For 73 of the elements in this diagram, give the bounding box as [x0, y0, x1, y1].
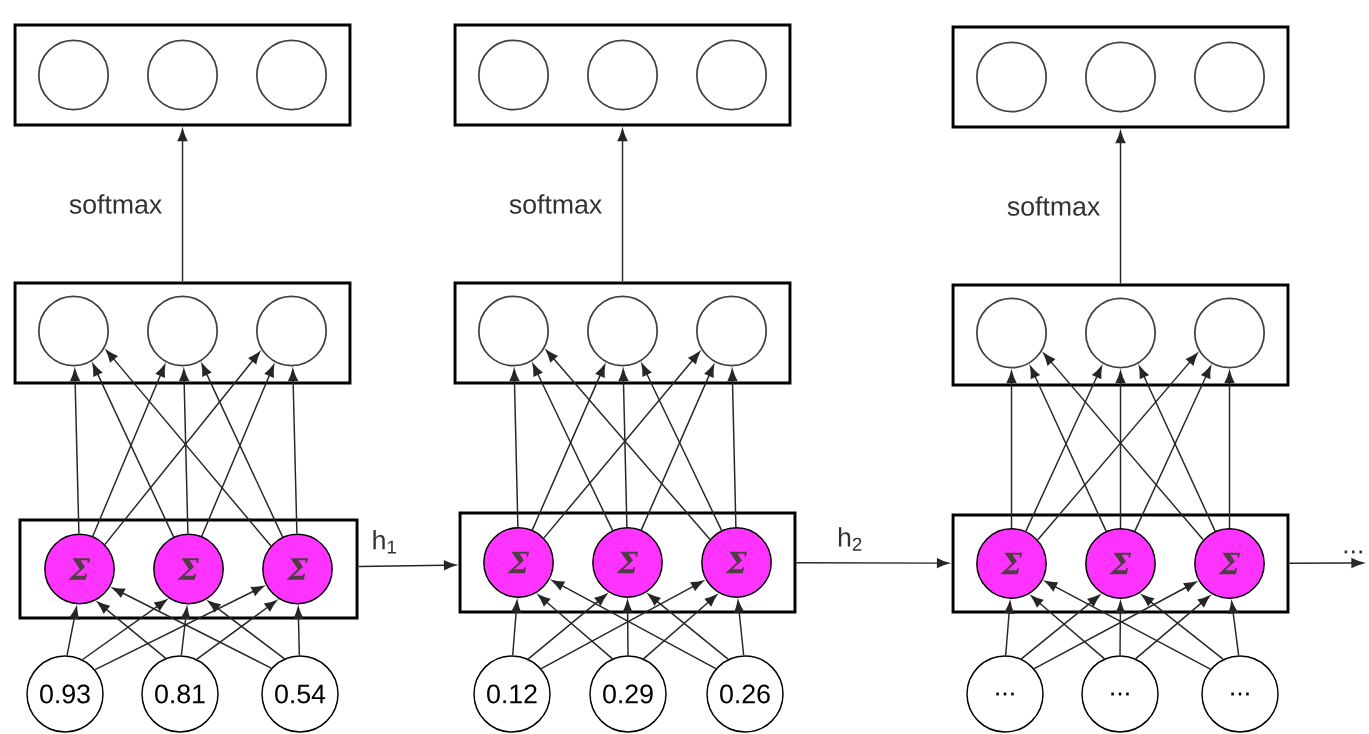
neuron-circle — [146, 39, 219, 111]
arrow — [207, 600, 285, 660]
neuron-circle — [255, 39, 328, 111]
arrow — [617, 128, 628, 283]
arrow — [1004, 601, 1014, 656]
arrow — [618, 368, 629, 528]
arrow — [643, 594, 718, 660]
arrow — [1115, 601, 1126, 656]
arrow — [1135, 595, 1211, 660]
arrow — [1115, 370, 1126, 529]
arrow — [509, 368, 520, 528]
arrow — [177, 128, 188, 283]
arrow — [1224, 370, 1235, 529]
edge-label: softmax — [69, 194, 162, 214]
neuron-circle — [478, 295, 550, 367]
neuron-circle — [1193, 41, 1266, 113]
summation-neuron: Σ — [44, 533, 115, 605]
summation-neuron: Σ — [592, 527, 663, 598]
neuron-circle — [587, 295, 659, 367]
arrow — [537, 594, 613, 660]
neuron-circle — [1193, 297, 1266, 369]
summation-neuron: Σ — [1194, 528, 1265, 599]
summation-neuron: Σ — [976, 528, 1047, 599]
arrow — [1141, 594, 1224, 660]
arrow — [288, 368, 298, 535]
summation-neuron: Σ — [1085, 528, 1156, 599]
arrow — [97, 601, 167, 659]
summation-neuron: Σ — [262, 533, 333, 605]
arrow — [293, 606, 304, 656]
edge-label: h$_{2}$ — [838, 527, 862, 551]
summation-neuron: Σ — [701, 527, 772, 598]
arrow — [1020, 594, 1101, 660]
edge-label: softmax — [509, 194, 602, 214]
edge-label: ... — [1344, 550, 1362, 554]
arrow — [81, 599, 167, 661]
arrow — [647, 593, 729, 660]
neuron-circle — [478, 39, 550, 111]
arrow — [70, 368, 80, 535]
arrow — [1228, 601, 1240, 657]
arrow — [1006, 370, 1017, 529]
arrow — [622, 600, 633, 656]
arrow — [1033, 581, 1197, 670]
neuron-circle — [38, 295, 110, 367]
arrow — [1115, 130, 1126, 285]
neuron-circle — [976, 41, 1048, 113]
neuron-circle — [1085, 41, 1157, 113]
neuron-circle — [696, 295, 768, 367]
arrow — [94, 585, 264, 671]
neuron-circle — [976, 297, 1048, 369]
arrow — [734, 600, 745, 657]
neuron-circle — [1085, 297, 1157, 369]
neuron-circle — [146, 295, 219, 367]
summation-neuron: Σ — [153, 533, 224, 605]
neuron-circle — [696, 39, 768, 111]
arrow — [180, 606, 191, 657]
arrow — [196, 600, 277, 660]
arrow — [66, 606, 80, 657]
neuron-circle — [38, 39, 110, 111]
arrow — [112, 587, 272, 669]
arrow — [511, 600, 521, 656]
edge-label: softmax — [1007, 196, 1100, 216]
arrow — [795, 558, 950, 568]
arrow — [179, 368, 189, 535]
arrow — [727, 368, 738, 528]
arrow — [527, 593, 608, 660]
summation-neuron: Σ — [483, 527, 554, 598]
arrow — [1030, 595, 1105, 660]
arrow — [357, 560, 457, 570]
arrow — [1288, 558, 1364, 568]
neuron-circle — [587, 39, 659, 111]
neuron-circle — [255, 295, 328, 367]
edge-label: h$_{1}$ — [373, 530, 396, 554]
arrow — [1044, 580, 1212, 670]
